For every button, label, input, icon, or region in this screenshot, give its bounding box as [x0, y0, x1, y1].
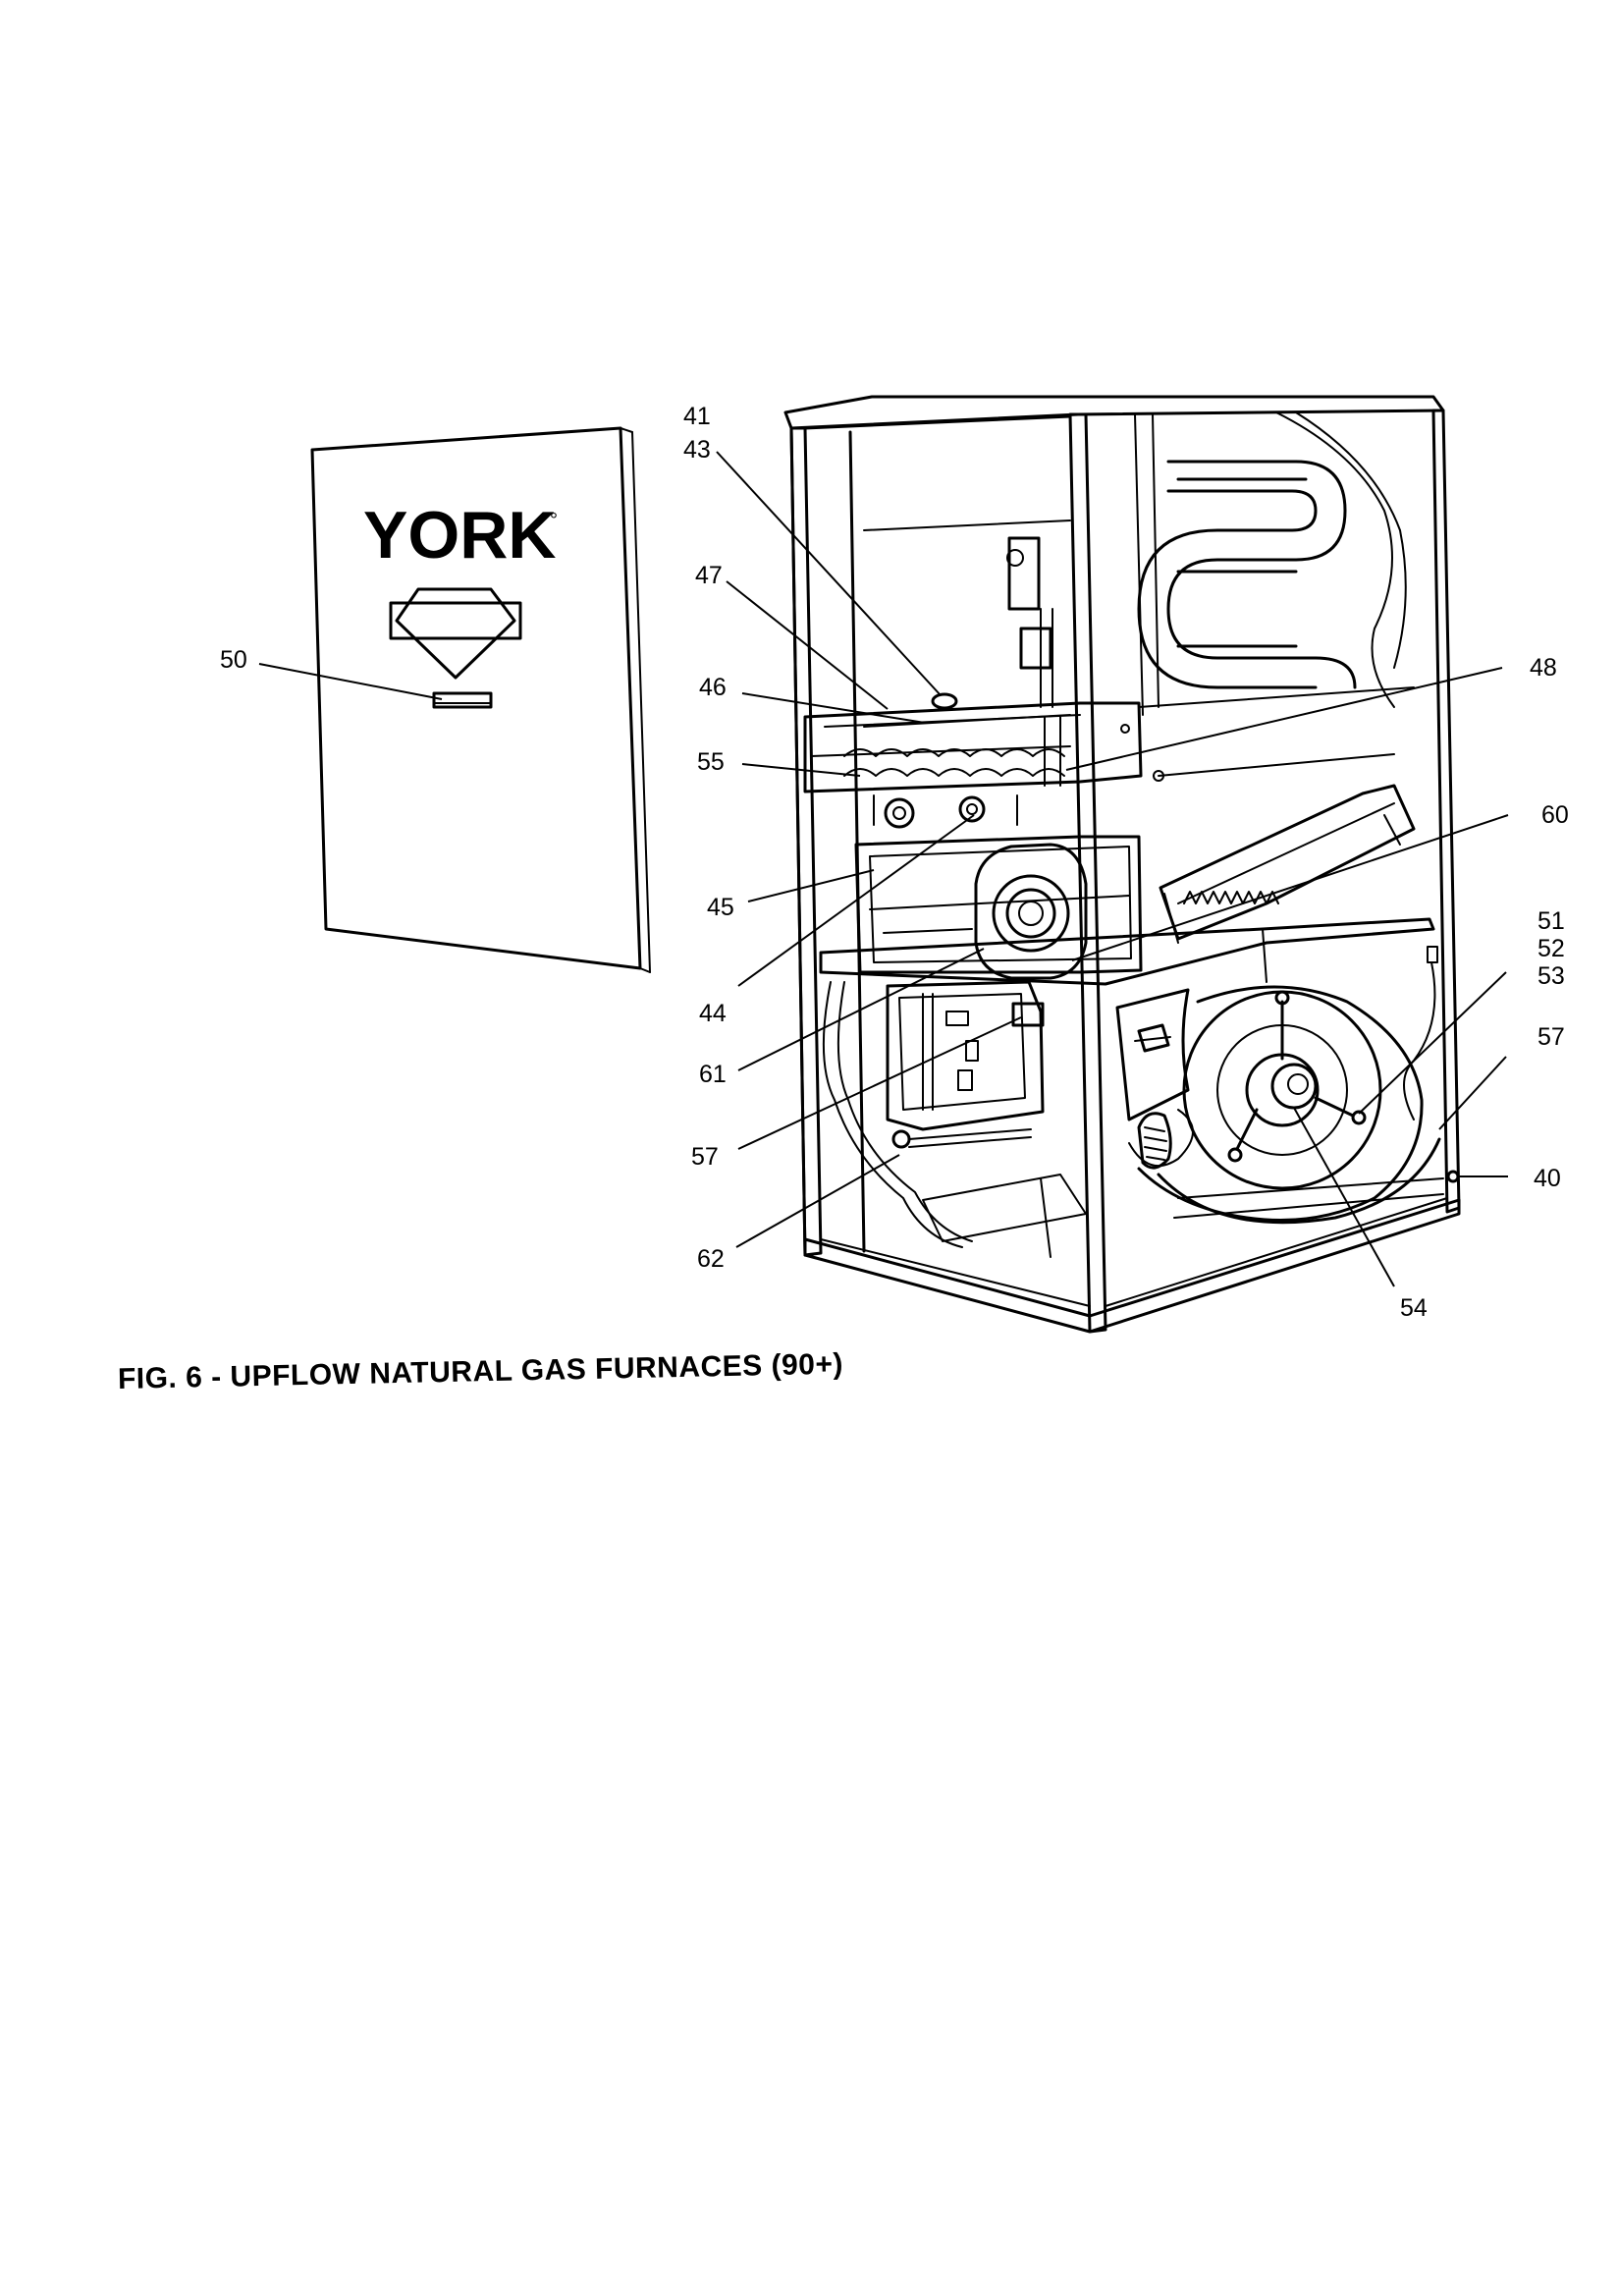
callout-45: 45: [707, 894, 734, 921]
york-logo-text: YORK: [363, 498, 556, 573]
callout-57-left: 57: [691, 1143, 719, 1171]
wiring-harness: [822, 981, 963, 1248]
callout-50: 50: [220, 646, 247, 674]
callout-53: 53: [1537, 962, 1565, 990]
callout-60: 60: [1541, 801, 1569, 829]
callout-62: 62: [697, 1245, 725, 1273]
cabinet-screw: [1446, 1170, 1460, 1183]
callout-44: 44: [699, 1000, 727, 1027]
callout-55: 55: [697, 748, 725, 776]
callout-51: 51: [1537, 907, 1565, 935]
callout-46: 46: [699, 674, 727, 701]
callout-43: 43: [683, 436, 711, 464]
burner-assembly: [803, 692, 1143, 829]
callout-40: 40: [1534, 1165, 1561, 1192]
flame-sensor-lead: [891, 1128, 1032, 1149]
callout-48: 48: [1530, 654, 1557, 682]
callout-54: 54: [1400, 1294, 1428, 1322]
gas-valve: [1006, 536, 1053, 708]
vent-pipe: [1159, 784, 1416, 944]
door-panel: YORK °: [310, 426, 651, 973]
inducer-motor: [974, 843, 1088, 980]
heat-exchanger-coil: [1137, 411, 1415, 708]
pressure-switch-tube: [1158, 753, 1395, 777]
sight-glass-slot: [432, 691, 493, 709]
callout-labels: 41 43 47 46 55 48 60 45 44 61 57 62 50 5…: [220, 403, 1569, 1322]
york-registered-mark: °: [550, 510, 558, 531]
callout-57-right: 57: [1537, 1023, 1565, 1051]
callout-41: 41: [683, 403, 711, 430]
furnace-cabinet: [783, 395, 1461, 1334]
leader-lines: [258, 451, 1509, 1287]
cabinet-inner-baffle: [922, 1174, 1087, 1258]
callout-47: 47: [695, 562, 723, 589]
control-box: [886, 980, 1045, 1131]
callout-61: 61: [699, 1061, 727, 1088]
blower-assembly: [1115, 946, 1444, 1225]
callout-52: 52: [1537, 935, 1565, 962]
york-diamond-logo: [389, 587, 522, 680]
